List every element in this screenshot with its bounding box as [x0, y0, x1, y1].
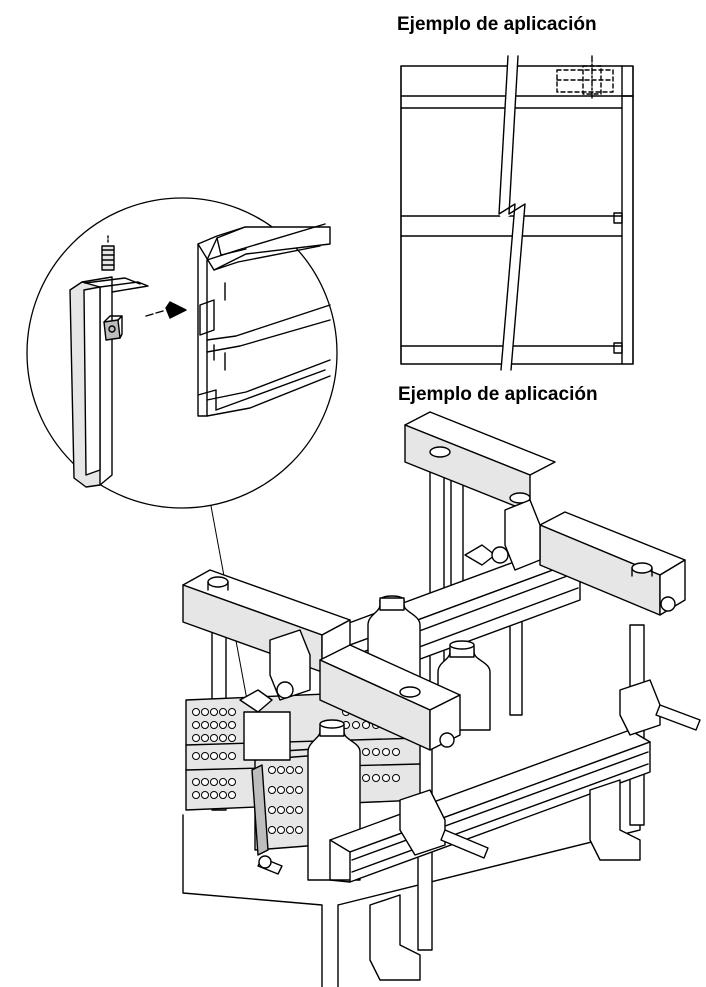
- caption-top: Ejemplo de aplicación: [397, 14, 597, 35]
- foot-bracket: [369, 779, 641, 981]
- adjustment-rods: [257, 704, 701, 945]
- set-screw: [101, 235, 115, 271]
- clamp-blocks: [269, 499, 661, 856]
- crossbeam-left: [182, 569, 351, 673]
- magnified-detail: [26, 197, 338, 701]
- star-knob: [464, 544, 496, 566]
- bottle: [243, 711, 291, 761]
- clamp-knobs: [239, 544, 509, 713]
- end-cap-part: [69, 276, 149, 488]
- insert-arrow-icon: [145, 301, 187, 319]
- aluminium-profile-end: [197, 223, 331, 417]
- caption-middle: Ejemplo de aplicación: [398, 384, 598, 405]
- crossbeam-right: [539, 511, 686, 616]
- installed-end-cap: [251, 764, 269, 856]
- set-screw-dashed-detail: [556, 55, 614, 101]
- crossbeam-front: [319, 644, 461, 751]
- hex-nut: [103, 315, 123, 341]
- machine-assembly: [182, 411, 701, 987]
- base-plate-left: [182, 814, 323, 987]
- crossbeam-back: [404, 411, 556, 513]
- star-knob: [239, 689, 273, 713]
- profile-section-view: [400, 51, 634, 375]
